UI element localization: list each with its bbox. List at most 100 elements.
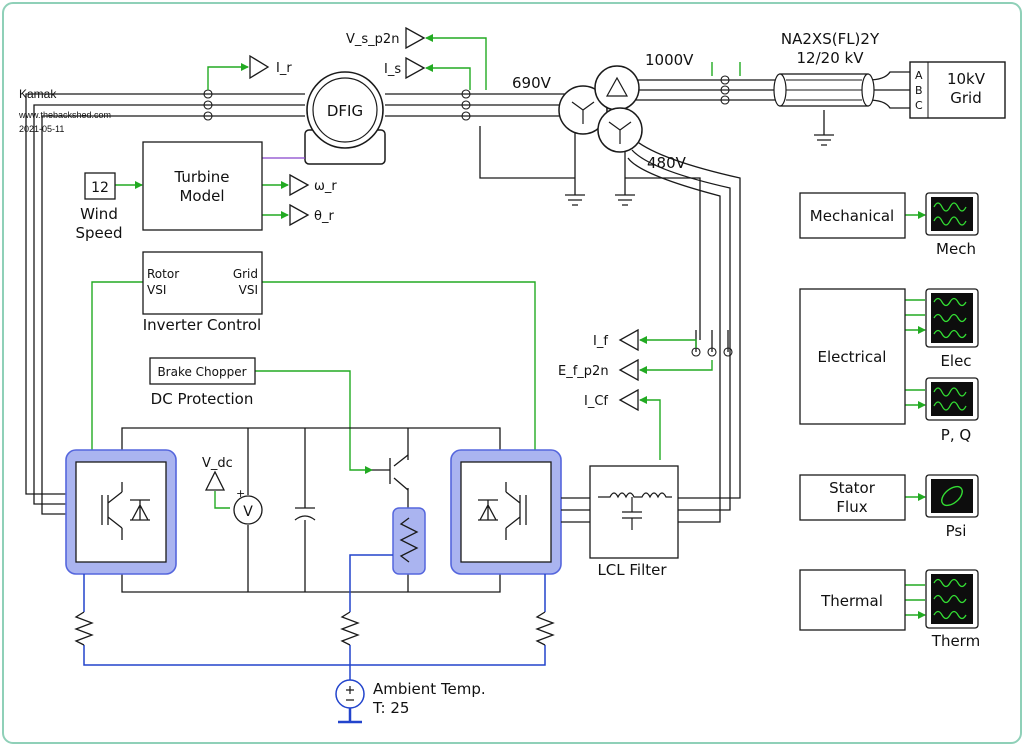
wind-label-2: Speed <box>75 224 122 242</box>
chopper-resistor-symbol <box>399 517 419 563</box>
rotor-wire-b <box>33 104 305 505</box>
lv-sense-wire <box>625 177 701 340</box>
scope-psi-screen <box>931 479 973 513</box>
inverter-control-block[interactable]: Rotor VSI Grid VSI <box>142 251 263 315</box>
port-i-r[interactable] <box>249 54 270 80</box>
voltmeter-circle <box>233 495 263 525</box>
dfig-label: DFIG <box>327 102 363 120</box>
scope-elec[interactable] <box>925 288 979 348</box>
ambient-source-ground <box>338 708 362 724</box>
label-theta-r: θ_r <box>314 209 334 224</box>
label-e-f-p2n: E_f_p2n <box>558 364 609 379</box>
ground-tx1 <box>565 194 585 206</box>
dc-voltmeter[interactable]: V + <box>233 487 263 525</box>
lv-wire-a <box>634 139 741 499</box>
chopper-resistor[interactable] <box>392 507 426 575</box>
ir-signal <box>207 63 249 90</box>
if-signal <box>639 336 697 348</box>
is-sensor-c <box>461 111 471 121</box>
rotor-vsi-label-1: Rotor <box>147 267 179 281</box>
turbine-model-block[interactable]: Turbine Model <box>142 141 263 231</box>
grid-label: Grid <box>950 89 981 107</box>
thermal-resistor-rotor <box>74 611 94 646</box>
label-i-cf: I_Cf <box>584 394 608 409</box>
stator-flux-block[interactable]: Stator Flux <box>799 474 906 521</box>
rotor-vsi-label-2: VSI <box>147 283 166 297</box>
rotor-vsi-signal <box>88 281 145 463</box>
port-v-dc[interactable] <box>204 470 226 491</box>
scope-therm[interactable] <box>925 569 979 629</box>
scope-mech[interactable] <box>925 192 979 236</box>
is-sensor-b <box>461 100 471 110</box>
three-winding-transformer[interactable] <box>558 65 643 153</box>
label-v-dc: V_dc <box>202 456 233 471</box>
label-omega-r: ω_r <box>314 179 337 194</box>
port-omega-r[interactable] <box>289 173 310 197</box>
brake-chopper-box <box>149 357 256 385</box>
stator-flux-box <box>799 474 906 521</box>
grid-meas-signal <box>711 62 741 76</box>
output-ports <box>249 26 639 412</box>
electrical-label: Electrical <box>818 348 887 366</box>
dc-protection-label: DC Protection <box>151 390 254 408</box>
lcl-capacitor <box>622 497 642 530</box>
tx-winding-1000 <box>594 65 640 111</box>
thermal-box <box>799 569 906 631</box>
scope-mech-label: Mech <box>936 240 976 258</box>
thermal-bus <box>83 574 546 666</box>
thermal-block[interactable]: Thermal <box>799 569 906 631</box>
thermal-resistor-chopper <box>340 611 360 646</box>
voltmeter-plus: + <box>236 487 245 500</box>
grid-box <box>909 61 1006 119</box>
turbine-box <box>142 141 263 231</box>
brake-chopper-block[interactable]: Brake Chopper <box>149 357 256 385</box>
electrical-block[interactable]: Electrical <box>799 288 906 425</box>
mechanical-block[interactable]: Mechanical <box>799 192 906 239</box>
if-sensor-c <box>723 347 733 357</box>
port-v-s-p2n[interactable] <box>405 26 426 50</box>
dc-positive-rail <box>121 427 501 455</box>
scope-psi[interactable] <box>925 474 979 518</box>
wye-symbol-690 <box>571 101 595 124</box>
turbine-label-1: Turbine <box>174 168 230 186</box>
lcl-filter-label: LCL Filter <box>597 561 667 579</box>
port-e-f-p2n[interactable] <box>618 358 639 382</box>
grid-side-converter[interactable] <box>450 449 562 575</box>
voltmeter-symbol: V <box>243 504 253 520</box>
ef-signal <box>639 360 713 374</box>
port-i-f[interactable] <box>618 328 639 352</box>
grid-converter-box <box>460 461 552 563</box>
rotor-side-converter[interactable] <box>65 449 177 575</box>
grid-diode-symbol <box>478 499 498 521</box>
dc-capacitor <box>294 507 316 521</box>
grid-vsi-signal <box>262 281 539 463</box>
port-i-cf[interactable] <box>618 388 639 412</box>
hv-cable[interactable] <box>773 73 875 107</box>
grid-source[interactable]: A B C 10kV Grid <box>909 61 1006 119</box>
lcl-filter-block[interactable] <box>589 465 679 559</box>
label-v-s-p2n: V_s_p2n <box>346 32 399 47</box>
ac-wiring <box>25 71 910 523</box>
ambient-temp-source[interactable] <box>335 679 365 724</box>
signal-wires <box>88 34 925 615</box>
mechanical-box <box>799 192 906 239</box>
scope-pq[interactable] <box>925 377 979 421</box>
grid-sensor-b <box>720 85 730 95</box>
ground-symbols <box>565 110 834 206</box>
scope-elec-label: Elec <box>940 352 971 370</box>
ground-tx2 <box>615 194 635 206</box>
lv-wire-b <box>631 149 731 511</box>
port-i-s[interactable] <box>405 56 426 80</box>
scope-therm-screen <box>931 574 973 624</box>
thermal-chopper-link <box>349 554 393 665</box>
thermal-resistor-grid <box>535 611 555 646</box>
cable-conductors <box>786 79 862 101</box>
current-sensors <box>203 75 733 357</box>
port-theta-r[interactable] <box>289 203 310 227</box>
scope-pq-screen <box>931 382 973 416</box>
scope-elec-screen <box>931 293 973 343</box>
wind-speed-input[interactable]: 12 <box>84 172 116 200</box>
dfig-machine[interactable]: DFIG <box>304 71 386 165</box>
grid-vsi-label-1: Grid <box>233 267 258 281</box>
